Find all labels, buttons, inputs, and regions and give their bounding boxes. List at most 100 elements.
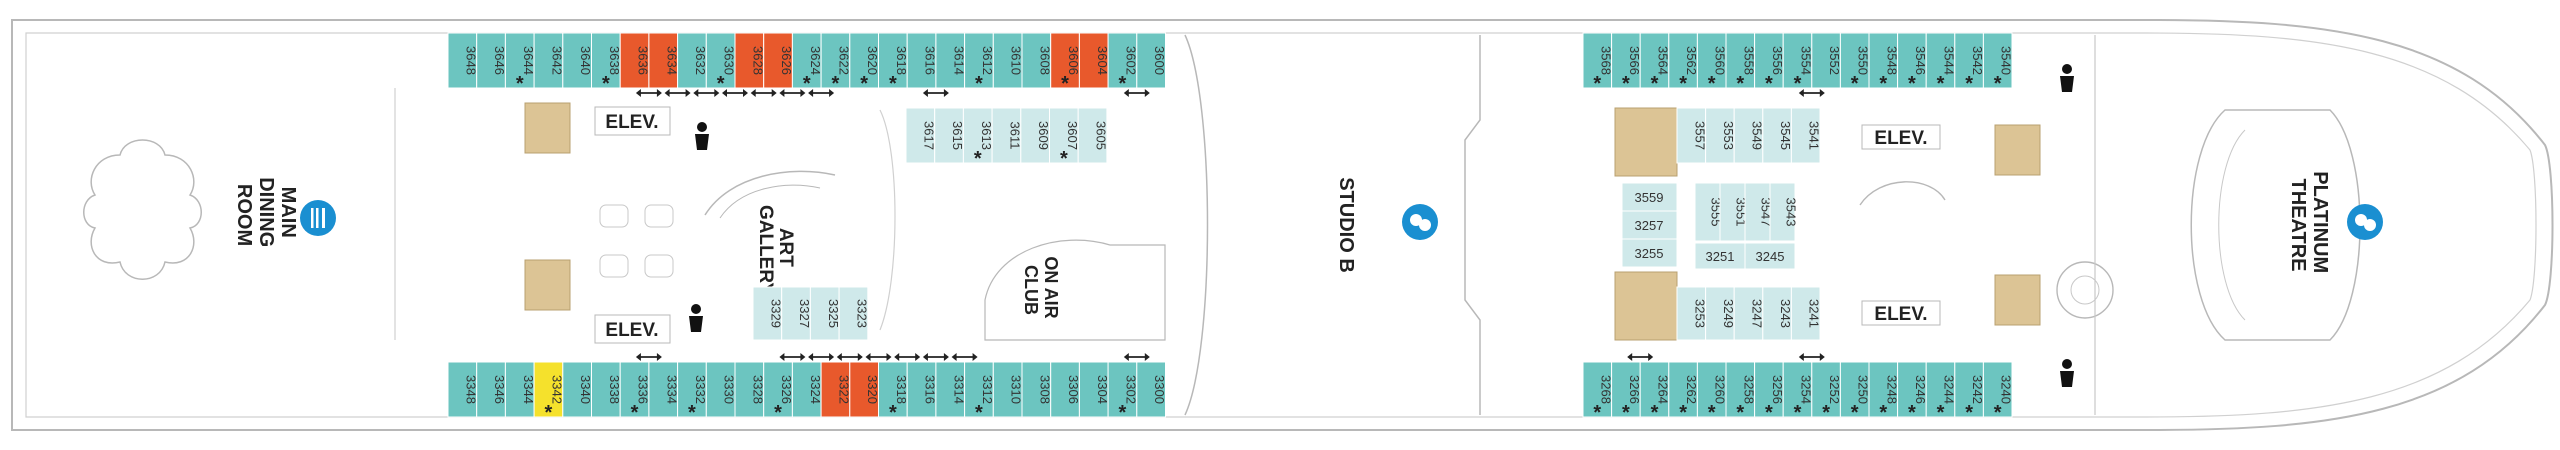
cabin-3248[interactable] [1868,361,1899,418]
cabin-3604[interactable] [1078,32,1109,89]
spiral-stair-inner [2070,275,2100,305]
cabin-3614[interactable] [935,32,966,89]
cabin-3616[interactable] [906,32,937,89]
cabin-3624[interactable] [791,32,822,89]
cabin-3329[interactable] [752,286,783,341]
cabin-3247[interactable] [1733,286,1764,341]
gallery-stair-arc-inner [719,184,821,219]
cabin-3564[interactable] [1639,32,1670,89]
cabin-3541[interactable] [1790,107,1821,164]
cabin-3642[interactable] [533,32,564,89]
cabin-3323[interactable] [838,286,869,341]
platinum-theatre-label[interactable]: PLATINUM THEATRE [2287,171,2331,278]
cabin-3254[interactable] [1782,361,1813,418]
cabin-3560[interactable] [1696,32,1727,89]
cabin-3268[interactable] [1582,361,1613,418]
cabin-3648[interactable] [447,32,478,89]
cabin-3325[interactable] [809,286,840,341]
cabin-3324[interactable] [791,361,822,418]
cabin-3262[interactable] [1668,361,1698,418]
cabin-3555[interactable] [1694,182,1721,242]
cabin-3332[interactable] [677,361,707,418]
cabin-3348[interactable] [447,361,478,418]
double-arrow-icon [779,353,806,361]
cabin-3554[interactable] [1782,32,1813,89]
cabin-3322[interactable] [820,361,851,418]
cabin-3543[interactable] [1769,182,1796,242]
cabin-3260[interactable] [1696,361,1727,418]
cabin-3626[interactable] [763,32,793,89]
cabin-3300[interactable] [1136,361,1167,418]
cabin-3566[interactable] [1611,32,1641,89]
cabin-3548[interactable] [1868,32,1899,89]
cabin-3612[interactable] [964,32,994,89]
cabin-3608[interactable] [1021,32,1052,89]
cabin-3551[interactable] [1719,182,1746,242]
cabin-3250[interactable] [1839,361,1870,418]
cabin-3609[interactable] [1020,107,1050,164]
cabin-3312[interactable] [964,361,994,418]
cabin-3310[interactable] [992,361,1023,418]
double-arrow-icon [1798,353,1825,361]
cabin-3640[interactable] [562,32,592,89]
cabin-3547[interactable] [1744,182,1771,242]
cabin-3308[interactable] [1021,361,1052,418]
cabin-3556[interactable] [1754,32,1784,89]
cabin-3246[interactable] [1897,361,1927,418]
main-dining-room[interactable]: MAIN DINING ROOM [83,139,336,280]
cabin-3302[interactable] [1107,361,1138,418]
cabin-3240[interactable] [1982,361,2013,418]
cabin-3314[interactable] [935,361,966,418]
cabin[interactable] [1621,238,1678,268]
cabin-3540[interactable] [1982,32,2013,89]
cabin-3252[interactable] [1811,361,1841,418]
cabin-3545[interactable] [1762,107,1792,164]
cabin-3553[interactable] [1705,107,1735,164]
cabin-3320[interactable] [849,361,879,418]
cabin-3549[interactable] [1733,107,1764,164]
cabin-3620[interactable] [849,32,879,89]
cabin-3605[interactable] [1077,107,1108,164]
cabin-3568[interactable] [1582,32,1613,89]
cabin-3342[interactable] [533,361,564,418]
on-air-club-outline [984,239,1166,341]
cabin-3266[interactable] [1611,361,1641,418]
cabin-3615[interactable] [934,107,964,164]
cabin-3557[interactable] [1676,107,1707,164]
cabin-3304[interactable] [1078,361,1109,418]
cabin-3602[interactable] [1107,32,1138,89]
cabin-3552[interactable] [1811,32,1841,89]
cabin-3607[interactable] [1049,107,1079,164]
cabin[interactable] [1621,210,1678,240]
studio-b-label[interactable]: STUDIO B [1335,177,1357,273]
cabin-3634[interactable] [648,32,679,89]
cabin-3340[interactable] [562,361,592,418]
cabin-3610[interactable] [992,32,1023,89]
cabin-3243[interactable] [1762,286,1792,341]
cabin-3628[interactable] [734,32,765,89]
cabin-3638[interactable] [591,32,621,89]
cabin-3611[interactable] [991,107,1022,164]
cabin[interactable] [1694,242,1746,270]
cabin-3241[interactable] [1790,286,1821,341]
cabin-3253[interactable] [1676,286,1707,341]
cabin-3306[interactable] [1050,361,1080,418]
cabin-3344[interactable] [504,361,535,418]
cabin-3636[interactable] [619,32,650,89]
cabin-3632[interactable] [677,32,707,89]
cabin-3546[interactable] [1897,32,1927,89]
cabin-3327[interactable] [781,286,811,341]
cabin-3613[interactable] [962,107,993,164]
cabin[interactable] [1744,242,1796,270]
art-gallery-label[interactable]: ART GALLERY [755,205,796,295]
cabin-3336[interactable] [619,361,650,418]
cabin-3328[interactable] [734,361,765,418]
cabin-3242[interactable] [1954,361,1984,418]
cabin-3326[interactable] [763,361,793,418]
cabin-3258[interactable] [1725,361,1756,418]
cabin-3264[interactable] [1639,361,1670,418]
cabin-3544[interactable] [1925,32,1956,89]
cabin-3644[interactable] [504,32,535,89]
cabin-3600[interactable] [1136,32,1167,89]
on-air-club-label[interactable]: ON AIR CLUB [1021,256,1061,323]
